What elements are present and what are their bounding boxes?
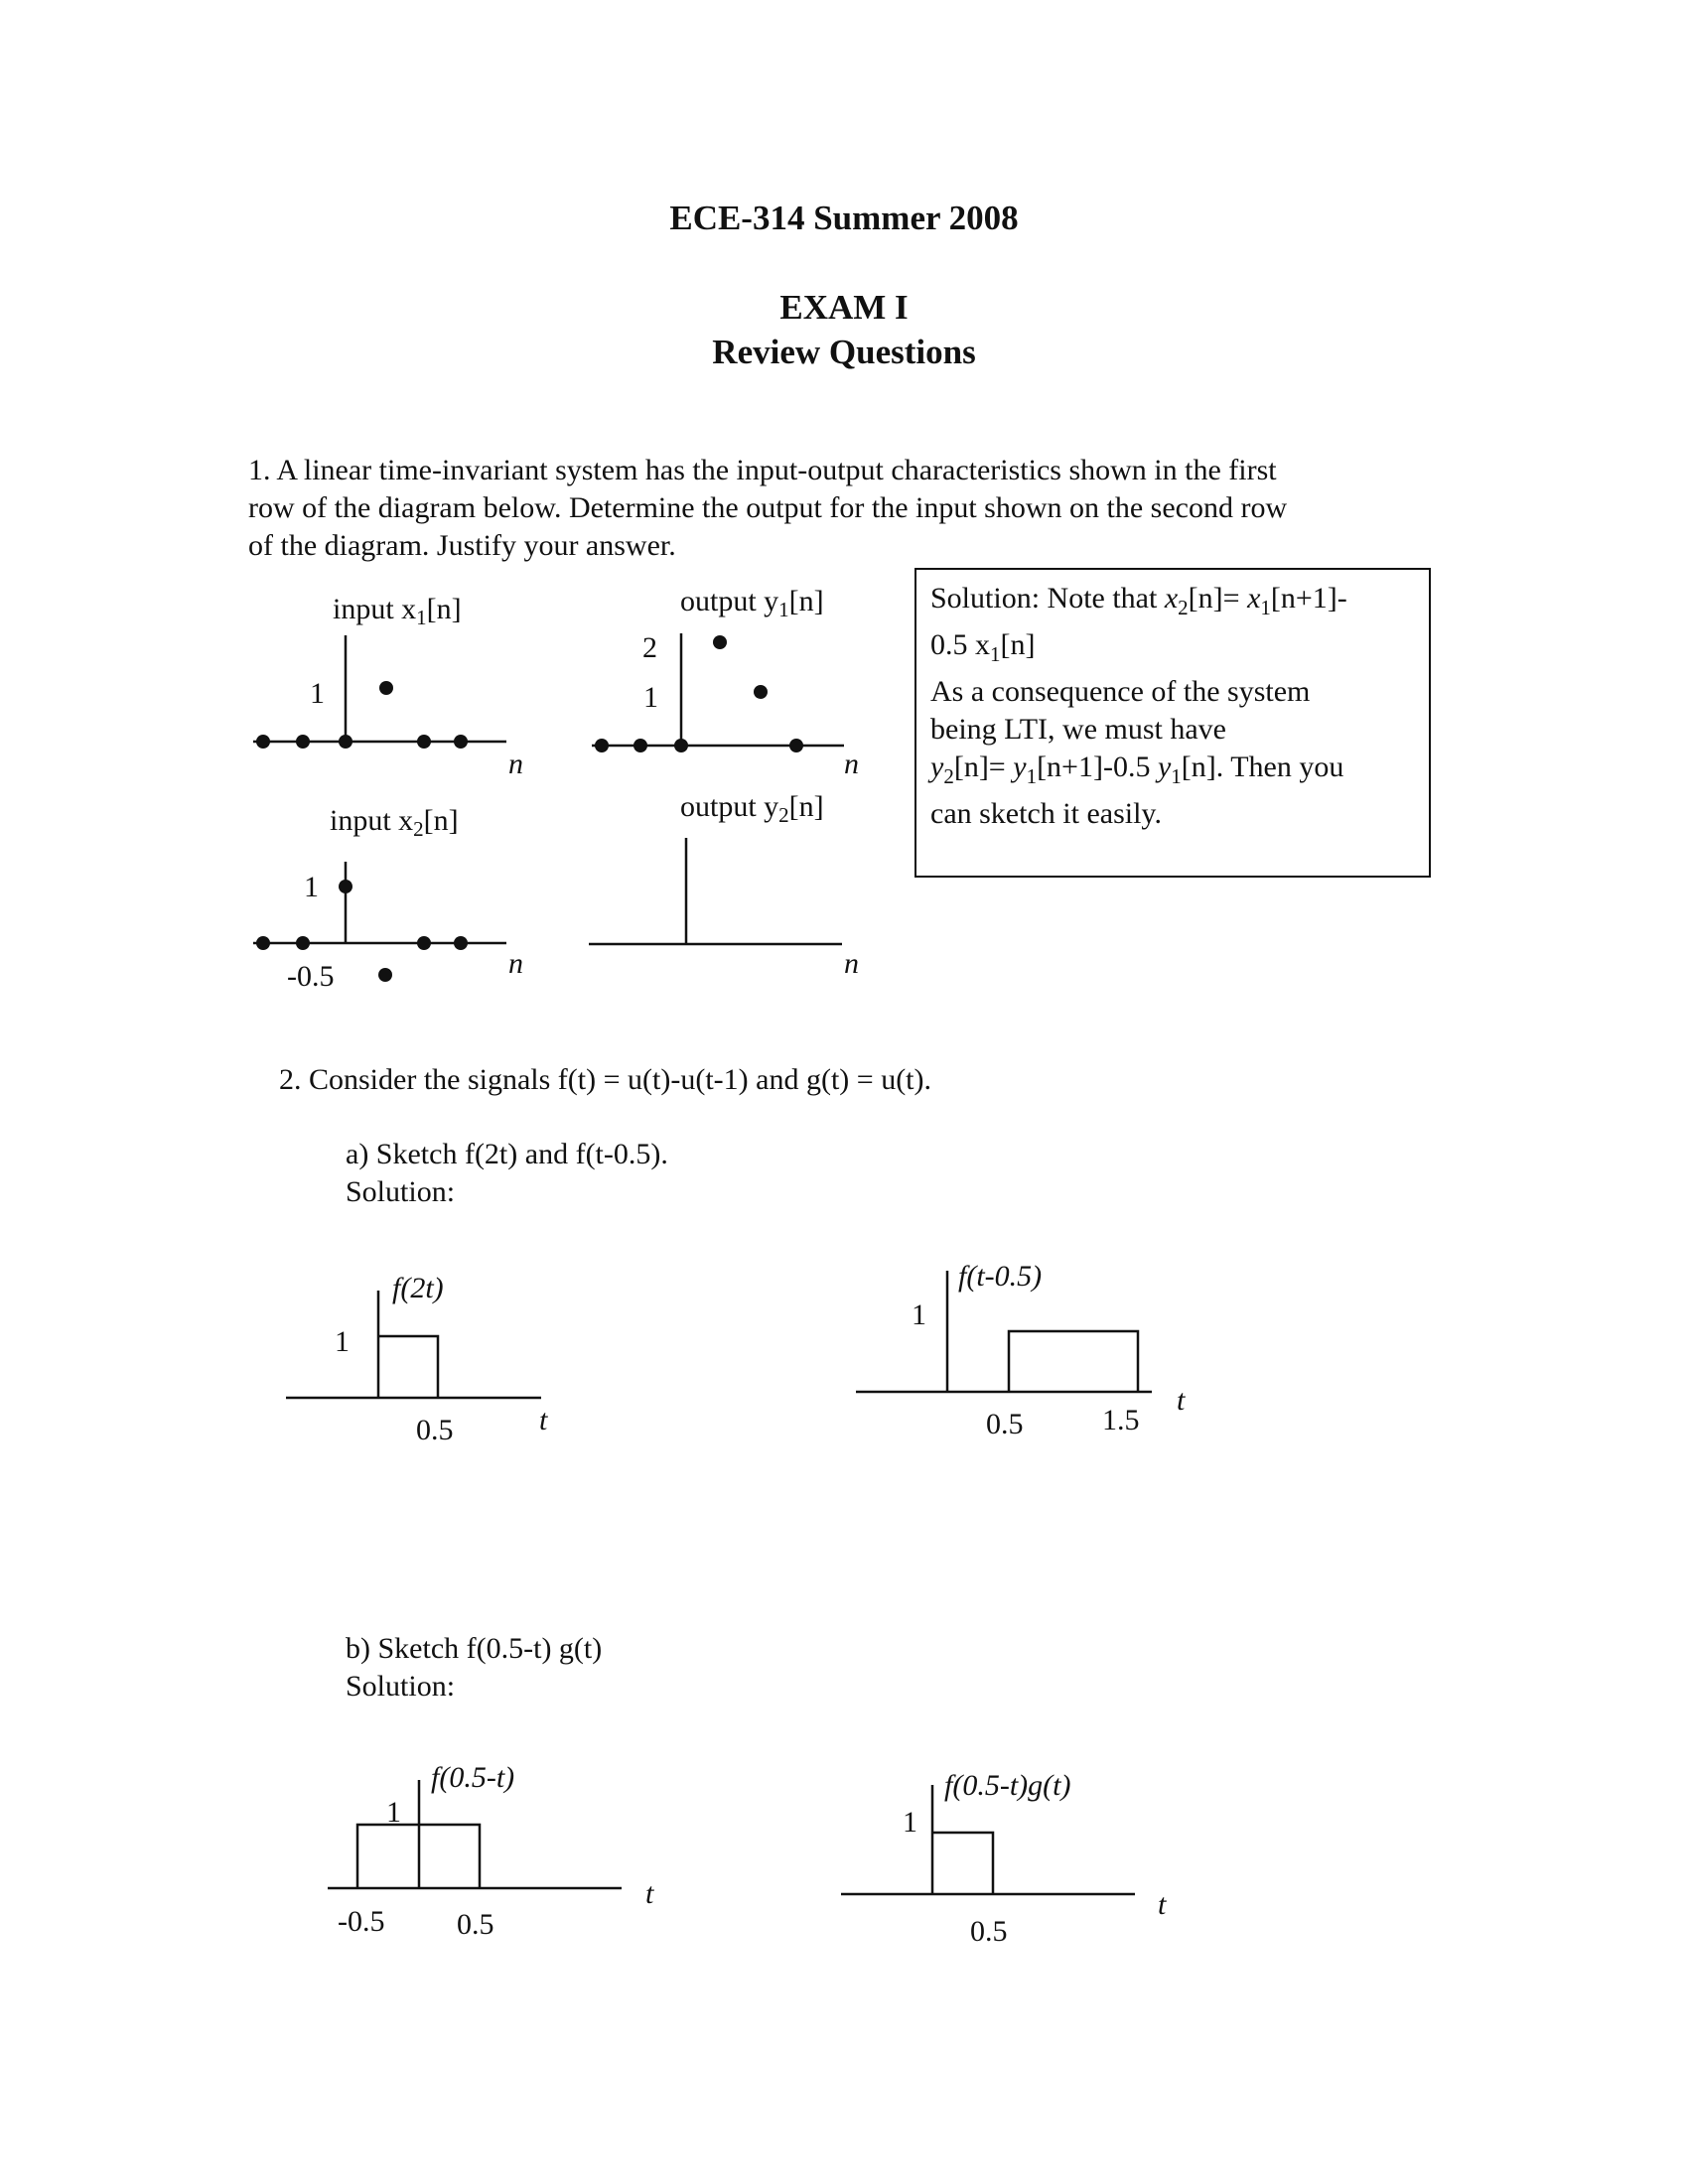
f05tg-axis-label: t (1158, 1888, 1167, 1921)
x1-dot (256, 735, 270, 749)
solution-line-2: 0.5 x1[n] (930, 626, 1415, 673)
q2b-plots: f(0.5-t) 1 -0.5 0.5 t f(0.5-t)g(t) 1 0.5… (328, 1761, 1167, 1948)
f2t-axis-label: t (539, 1404, 548, 1436)
q2-statement: 2. Consider the signals f(t) = u(t)-u(t-… (279, 1063, 932, 1096)
q2a-plots: f(2t) 1 0.5 t f(t-0.5) 1 0.5 1.5 t (286, 1260, 1186, 1446)
solution-sub: 2 (943, 764, 954, 788)
solution-text: [n] (1000, 628, 1036, 661)
q2-part-b-text: b) Sketch f(0.5-t) g(t) (346, 1632, 603, 1665)
ft05-tick-05: 0.5 (986, 1408, 1024, 1440)
y1-dot (674, 739, 688, 752)
y2-title: output y2[n] (680, 790, 824, 827)
y1-tick-2: 2 (642, 631, 657, 664)
x2-tick-1: 1 (304, 871, 319, 903)
x2-dot (454, 936, 468, 950)
f05tg-pulse (932, 1831, 995, 1894)
y1-title: output y1[n] (680, 585, 824, 621)
q2-part-b: b) Sketch f(0.5-t) g(t) Solution: (346, 1630, 602, 1706)
q1-line-3: of the diagram. Justify your answer. (248, 529, 676, 562)
solution-text: [n]= (1188, 582, 1248, 614)
solution-text: [n]. Then you (1181, 751, 1344, 783)
f05t-pulse (355, 1823, 482, 1888)
solution-line-5: y2[n]= y1[n+1]-0.5 y1[n]. Then you (930, 749, 1415, 795)
q2-part-a: a) Sketch f(2t) and f(t-0.5). Solution: (346, 1136, 668, 1211)
q1-solution-box: Solution: Note that x2[n]= x1[n+1]- 0.5 … (914, 568, 1431, 878)
f05t-tick-neg05: -0.5 (338, 1905, 385, 1938)
q1-text: 1. A linear time-invariant system has th… (248, 452, 1287, 565)
exam-title: EXAM I (779, 288, 909, 327)
solution-var: y (930, 751, 944, 783)
x2-axis-label: n (508, 947, 523, 980)
ft05-pulse (1007, 1329, 1140, 1392)
q1-line-1: 1. A linear time-invariant system has th… (248, 454, 1277, 486)
solution-text: [n]= (953, 751, 1014, 783)
solution-var: y (1157, 751, 1172, 783)
ft05-title: f(t-0.5) (958, 1260, 1042, 1293)
q2-part-a-solution-label: Solution: (346, 1175, 456, 1208)
x2-dot (296, 936, 310, 950)
x1-tick-1: 1 (310, 677, 325, 710)
solution-text: [n+1]- (1270, 582, 1347, 614)
x1-dot (417, 735, 431, 749)
solution-var: x (1164, 582, 1179, 614)
y1-dot (595, 739, 609, 752)
solution-sub: 1 (1260, 596, 1271, 619)
x1-dot (454, 735, 468, 749)
f2t-tick-05: 0.5 (416, 1414, 454, 1446)
solution-line-1: Solution: Note that x2[n]= x1[n+1]- (930, 580, 1415, 626)
f05t-title: f(0.5-t) (431, 1761, 514, 1794)
solution-line-3: As a consequence of the system (930, 675, 1311, 708)
x2-dot (378, 968, 392, 982)
y1-dot (789, 739, 803, 752)
f2t-pulse (378, 1334, 440, 1398)
f05tg-tick-1: 1 (903, 1806, 917, 1839)
ft05-axis-label: t (1177, 1384, 1186, 1417)
solution-text: Solution: Note that (930, 582, 1165, 614)
x2-dot (417, 936, 431, 950)
solution-sub: 1 (1026, 764, 1038, 788)
f05t-tick-05: 0.5 (457, 1908, 494, 1941)
x1-dot (379, 681, 393, 695)
exam-subtitle: Review Questions (712, 333, 976, 371)
x2-dot (256, 936, 270, 950)
f05t-tick-1: 1 (386, 1796, 401, 1829)
x2-title: input x2[n] (330, 804, 459, 841)
course-title: ECE-314 Summer 2008 (669, 199, 1019, 237)
f05tg-tick-05: 0.5 (970, 1915, 1008, 1948)
y2-axis-label: n (844, 947, 859, 980)
f2t-tick-1: 1 (335, 1325, 350, 1358)
solution-line-4: being LTI, we must have (930, 713, 1226, 746)
y1-tick-1: 1 (643, 681, 658, 714)
ft05-tick-15: 1.5 (1102, 1404, 1140, 1436)
x1-dot (296, 735, 310, 749)
solution-line-6: can sketch it easily. (930, 797, 1162, 830)
y1-dot (754, 685, 768, 699)
y1-dot (633, 739, 647, 752)
x1-axis-label: n (508, 748, 523, 780)
x1-dot (339, 735, 352, 749)
y1-dot (713, 635, 727, 649)
q1-stem-plots: input x1[n] output y1[n] input x2[n] out… (253, 585, 859, 993)
q1-line-2: row of the diagram below. Determine the … (248, 491, 1288, 524)
solution-sub: 2 (1178, 596, 1189, 619)
f05t-axis-label: t (645, 1877, 654, 1910)
solution-sub: 1 (1171, 764, 1182, 788)
solution-var: x (1247, 582, 1261, 614)
f05tg-title: f(0.5-t)g(t) (944, 1769, 1070, 1802)
q2-part-a-text: a) Sketch f(2t) and f(t-0.5). (346, 1138, 668, 1170)
x1-title: input x1[n] (333, 593, 462, 629)
f2t-title: f(2t) (392, 1272, 444, 1304)
solution-sub: 1 (990, 642, 1001, 666)
solution-var: y (1013, 751, 1027, 783)
x2-tick-neg05: -0.5 (287, 960, 335, 993)
ft05-tick-1: 1 (912, 1298, 926, 1331)
q2-part-b-solution-label: Solution: (346, 1670, 456, 1703)
solution-text: 0.5 x (930, 628, 990, 661)
solution-text: [n+1]-0.5 (1037, 751, 1158, 783)
x2-dot (339, 880, 352, 893)
y1-axis-label: n (844, 748, 859, 780)
